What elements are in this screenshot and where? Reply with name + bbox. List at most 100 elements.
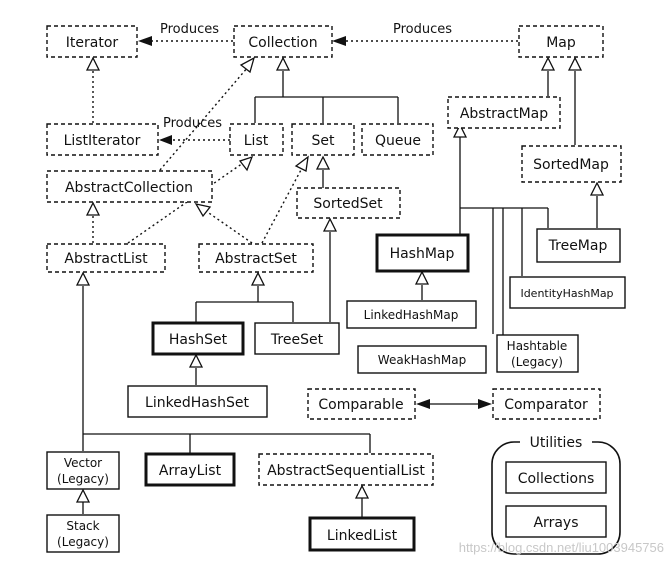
label-utilities: Utilities [530,435,583,451]
node-comparable: Comparable [307,388,416,420]
node-abstractsequentiallist: AbstractSequentialList [258,453,434,486]
label-produces-iterator: Produces [160,22,219,37]
box-identityhashmap [509,276,626,309]
utilities-title-bg [520,434,592,450]
node-collection: Collection [233,25,333,58]
box-abstractsequentiallist [258,453,434,486]
box-map [518,25,604,58]
label-linkedhashmap: LinkedHashMap [364,308,459,322]
node-listiterator: ListIterator [46,123,159,156]
node-identityhashmap: IdentityHashMap [509,276,626,309]
box-abstractset [198,243,314,273]
node-abstractlist: AbstractList [46,243,166,273]
triangle-map-1 [540,56,556,71]
box-queue [361,123,434,156]
node-abstractset: AbstractSet [198,243,314,273]
box-sortedmap [521,145,622,183]
label-abstractlist: AbstractList [64,251,148,267]
box-vector [46,451,120,490]
node-arraylist: ArrayList [144,452,236,487]
label-abstractmap: AbstractMap [460,106,548,122]
label-map: Map [546,35,576,51]
node-iterator: Iterator [46,25,138,58]
label-list: List [244,133,269,149]
arrowhead-iterator [138,36,152,46]
triangle-map-2 [567,56,583,71]
label-hashmap: HashMap [390,246,455,262]
triangle-set [294,155,309,172]
node-set: Set [291,123,355,156]
label-collection: Collection [248,35,317,51]
label-hashtable-note: (Legacy) [511,355,563,369]
label-set: Set [312,133,336,149]
arrowhead-comparable [416,399,430,409]
label-sortedmap: SortedMap [533,157,609,173]
label-hashtable: Hashtable [507,339,568,353]
triangle-abstractmap [452,123,468,138]
label-arraylist: ArrayList [159,463,222,479]
label-produces-collection: Produces [393,22,452,37]
box-treeset [254,322,340,355]
box-abstractcollection [46,170,213,203]
box-abstractmap [447,96,561,129]
triangle-sortedset [322,217,338,232]
triangle-iterator [85,56,101,71]
label-sortedset: SortedSet [313,196,383,212]
node-hashtable: Hashtable (Legacy) [496,334,579,373]
box-linkedhashset [127,385,268,418]
label-comparator: Comparator [504,397,588,413]
label-produces-listiterator: Produces [163,116,222,131]
node-treeset: TreeSet [254,322,340,355]
node-comparator: Comparator [492,388,601,420]
node-treemap: TreeMap [536,228,621,263]
label-vector: Vector [64,456,102,470]
node-sortedmap: SortedMap [521,145,622,183]
label-comparable: Comparable [318,397,403,413]
label-arrays: Arrays [533,515,578,531]
box-iterator [46,25,138,58]
node-abstractcollection: AbstractCollection [46,170,213,203]
label-identityhashmap: IdentityHashMap [520,287,613,300]
edge-abstractset-abstractcollection [205,210,253,244]
label-queue: Queue [375,133,421,149]
label-collections: Collections [518,471,595,487]
watermark-text: https://blog.csdn.net/liu1003945756 [459,540,664,555]
box-listiterator [46,123,159,156]
box-list [229,123,284,156]
triangle-hashset [188,353,204,368]
label-treemap: TreeMap [548,238,608,254]
label-abstractsequentiallist: AbstractSequentialList [267,463,425,479]
label-linkedlist: LinkedList [327,528,398,544]
group-utilities: Utilities Collections Arrays [491,434,621,555]
box-hashmap [375,233,470,273]
node-vector: Vector (Legacy) [46,451,120,490]
edge-abstractset-set [261,167,303,244]
node-list: List [229,123,284,156]
label-treeset: TreeSet [270,332,324,348]
triangle-set-sorted [315,155,331,170]
node-stack: Stack (Legacy) [46,514,120,553]
box-comparable [307,388,416,420]
label-abstractset: AbstractSet [215,251,297,267]
node-hashset: HashSet [151,321,245,356]
box-set [291,123,355,156]
box-weakhashmap [357,345,487,374]
box-comparator [492,388,601,420]
box-hashtable [496,334,579,373]
triangle-collection-diag [239,56,256,74]
connectors [75,36,605,517]
label-iterator: Iterator [66,35,119,51]
triangle-abstractlist [75,271,91,286]
node-linkedlist: LinkedList [308,516,416,552]
triangle-abstractcollection-1 [85,201,101,216]
triangle-vector [75,488,91,503]
label-abstractcollection: AbstractCollection [65,180,193,196]
box-arraylist [144,452,236,487]
label-linkedhashset: LinkedHashSet [145,395,249,411]
box-abstractlist [46,243,166,273]
triangle-abstractset [250,271,266,286]
box-collections [505,461,607,494]
node-weakhashmap: WeakHashMap [357,345,487,374]
arrowhead-comparator [478,399,492,409]
